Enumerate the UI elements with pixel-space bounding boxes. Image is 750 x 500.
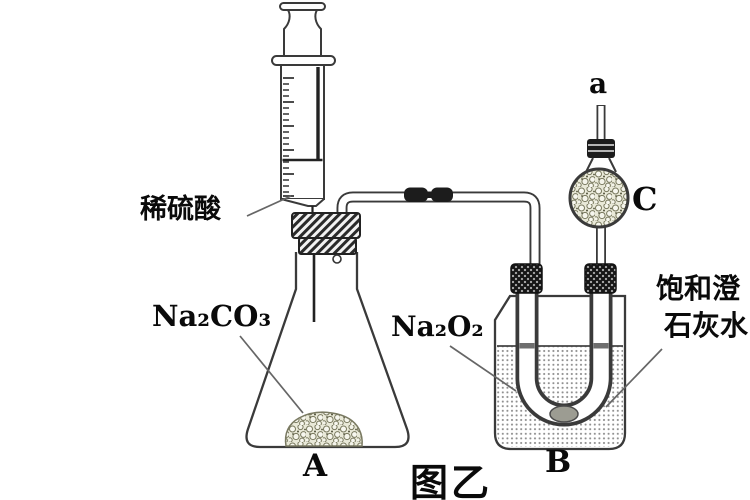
syringe-plunger-cap [279, 2, 326, 11]
outlet-a-label: a [589, 67, 608, 100]
syringe-tip-taper [280, 198, 325, 207]
liquid-level-mark-right [593, 343, 609, 349]
dilute-sulfuric-acid-label: 稀硫酸 [140, 194, 221, 225]
leader-dilute-acid [246, 195, 292, 217]
bulb-c-label: C [632, 180, 658, 218]
na2o2-label: Na₂O₂ [391, 310, 484, 343]
flask-rubber-stopper [291, 212, 361, 264]
bulb-neck-funnel [585, 157, 617, 173]
leader-lines [239, 195, 663, 414]
gas-delivery-tube-outer [336, 191, 541, 267]
liquid-level-mark-left [519, 343, 535, 349]
leader-limewater [605, 348, 663, 408]
utube-b-label: B [545, 444, 572, 480]
syringe-plunger-stem [283, 9, 322, 58]
leader-na2o2 [449, 345, 517, 392]
na2co3-label: Na₂CO₃ [152, 299, 272, 333]
flask-body [245, 252, 410, 449]
drying-bulb-assembly [568, 105, 630, 268]
gas-delivery-tube [336, 187, 541, 267]
limewater-label-line2: 石灰水 [664, 309, 749, 342]
u-tube-right-stopper [584, 263, 617, 294]
u-tube-left-stopper [510, 263, 543, 294]
syringe-finger-flange [271, 55, 336, 66]
syringe-scale-major-ticks [283, 77, 294, 197]
leader-na2co3 [239, 335, 304, 414]
rubber-tube-connector [404, 187, 453, 202]
syringe-scale-minor-ticks [283, 83, 289, 193]
drying-bulb [568, 167, 630, 229]
gas-delivery-tube-bore [338, 193, 539, 267]
figure-caption: 图乙 [410, 460, 493, 500]
limewater-label-line1: 饱和澄 [656, 272, 741, 305]
tube-end-below-stopper [332, 254, 342, 264]
na2o2-sample-blob [549, 405, 579, 423]
u-tube [515, 268, 613, 427]
flask-solid-granules [284, 411, 363, 447]
conical-flask [245, 252, 410, 449]
flask-a-label: A [303, 448, 328, 484]
syringe [271, 2, 336, 215]
bulb-top-stopper [587, 139, 615, 158]
